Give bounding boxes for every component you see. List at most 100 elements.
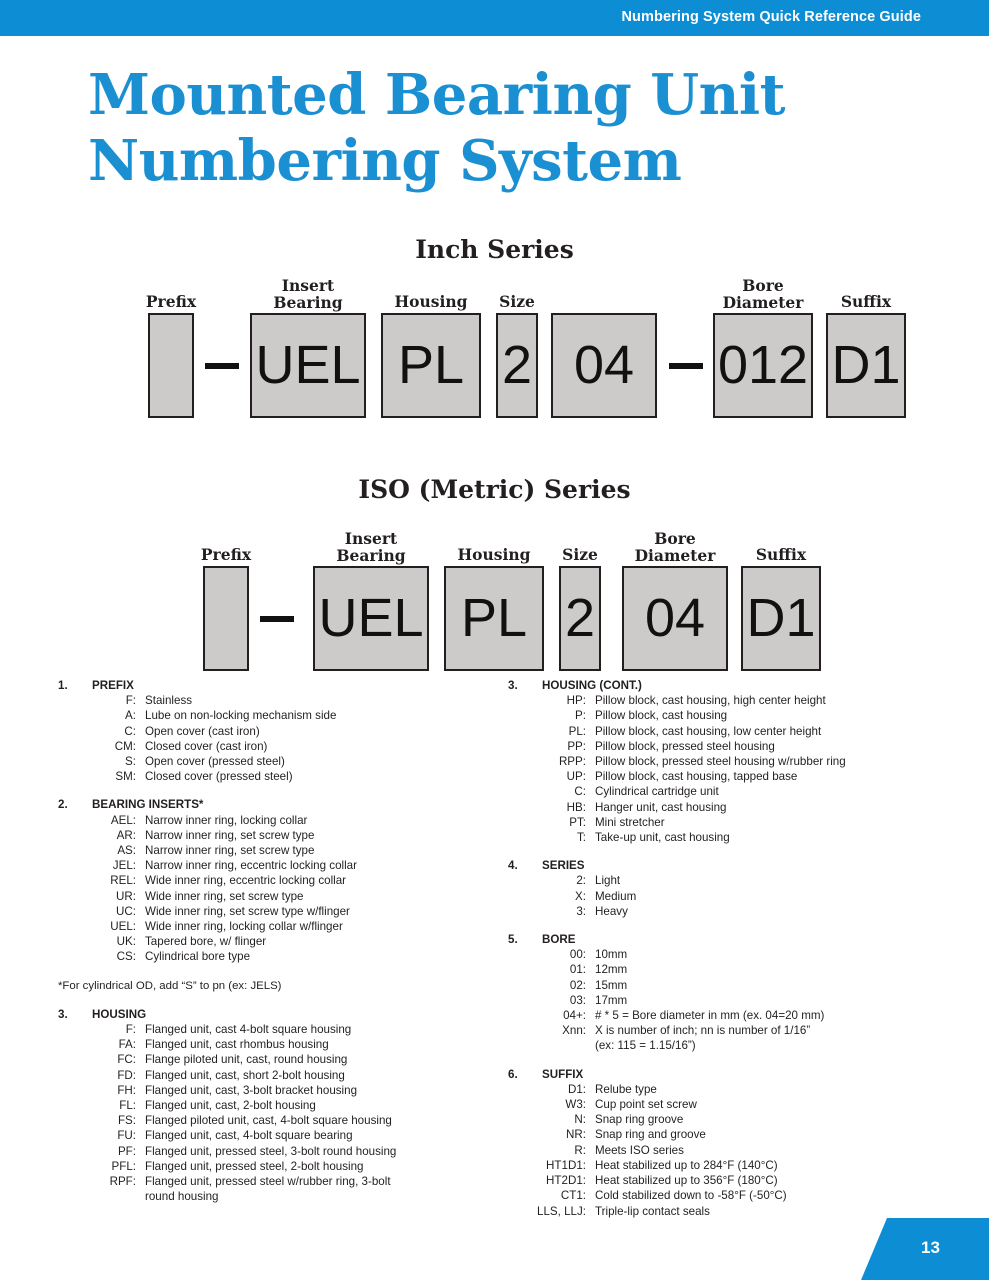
legend-entry-description: Stainless bbox=[145, 694, 193, 708]
legend-section-number: 3. bbox=[508, 679, 518, 692]
legend-entry: FS:Flanged piloted unit, cast, 4-bolt sq… bbox=[58, 1113, 488, 1128]
legend-footnote: *For cylindrical OD, add “S” to pn (ex: … bbox=[58, 979, 282, 992]
legend-entry: HB:Hanger unit, cast housing bbox=[508, 800, 948, 815]
legend-column-right: 3.HOUSING (CONT.)HP:Pillow block, cast h… bbox=[508, 678, 948, 1219]
legend-entry-description: Narrow inner ring, locking collar bbox=[145, 813, 308, 827]
legend-entry-code: A: bbox=[125, 709, 136, 723]
legend-entry-code: F: bbox=[125, 694, 136, 708]
segment-label-line-2: Bearing bbox=[273, 293, 343, 313]
legend-entry-description: # * 5 = Bore diameter in mm (ex. 04=20 m… bbox=[595, 1009, 825, 1023]
legend-section-number: 2. bbox=[58, 798, 68, 812]
segment-label-line-2: Diameter bbox=[634, 546, 716, 566]
legend-entry-description: Flange piloted unit, cast, round housing bbox=[145, 1053, 348, 1067]
legend-entry-description: Flanged unit, pressed steel, 3-bolt roun… bbox=[145, 1144, 397, 1158]
legend-entry-description: Cylindrical bore type bbox=[145, 950, 251, 964]
inch-series-title: Inch Series bbox=[415, 235, 574, 264]
legend-entry-code: 02: bbox=[569, 978, 586, 992]
segment-box-suffix-d1: D1 bbox=[741, 566, 821, 671]
legend-entry-description: Medium bbox=[595, 889, 637, 903]
legend-section-heading: 5. BORE bbox=[508, 932, 948, 947]
legend-entry: CT1:Cold stabilized down to -58°F (-50°C… bbox=[508, 1188, 948, 1203]
legend-entry-description: Flanged unit, cast 4-bolt square housing bbox=[145, 1023, 352, 1037]
segment-box-size-2: 2 bbox=[496, 313, 538, 418]
legend-section-title: SERIES bbox=[542, 859, 585, 873]
legend-entry-description: Pillow block, cast housing bbox=[595, 709, 728, 723]
legend-entry: PFL: Flanged unit, pressed steel, 2-bolt … bbox=[58, 1159, 488, 1174]
legend-section-title: BORE bbox=[542, 933, 576, 947]
legend-entry-description: Closed cover (pressed steel) bbox=[145, 770, 293, 784]
legend-entry: 00:10mm bbox=[508, 947, 948, 962]
legend-entry-code: FC: bbox=[117, 1053, 136, 1067]
legend-entry-description: Heavy bbox=[595, 904, 628, 918]
legend-entry-code: PT: bbox=[569, 815, 586, 829]
legend-entry-code: UR: bbox=[116, 889, 136, 903]
legend-entry-description: Pillow block, cast housing, low center h… bbox=[595, 724, 822, 738]
legend-entry: RPF:Flanged unit, pressed steel w/rubber… bbox=[58, 1174, 488, 1204]
legend-entry: A:Lube on non-locking mechanism side bbox=[58, 708, 488, 723]
legend-entry: X: Medium bbox=[508, 889, 948, 904]
legend-section-number: 1. bbox=[58, 679, 68, 692]
legend-entry-code: S: bbox=[125, 755, 136, 769]
legend-entry-code: T: bbox=[576, 831, 586, 845]
legend-entry: REL:Wide inner ring, eccentric locking c… bbox=[58, 873, 488, 888]
legend-entry-code: NR: bbox=[566, 1128, 586, 1142]
legend-entry: AEL:Narrow inner ring, locking collar bbox=[58, 813, 488, 828]
legend-entry-code: X: bbox=[575, 889, 586, 903]
legend-entry-description: Cylindrical cartridge unit bbox=[595, 785, 719, 799]
legend-entry-code: RPF: bbox=[109, 1175, 136, 1189]
legend-entry: F:Flanged unit, cast 4-bolt square housi… bbox=[58, 1022, 488, 1037]
segment-label-line-1: Insert bbox=[281, 276, 335, 295]
segment-box-prefix-empty bbox=[148, 313, 194, 418]
legend-entry: F: Stainless bbox=[58, 693, 488, 708]
legend-section-number: 5. bbox=[508, 933, 518, 947]
legend-entry-description: Cup point set screw bbox=[595, 1098, 697, 1112]
separator-dash-1 bbox=[205, 363, 239, 369]
page-title-line-1: Mounted Bearing Unit bbox=[88, 62, 786, 128]
legend-entry-code: CT1: bbox=[560, 1189, 586, 1203]
legend-entry-description: Tapered bore, w/ flinger bbox=[145, 935, 267, 949]
segment-label-housing: Housing bbox=[457, 545, 531, 564]
legend-entry-code: D1: bbox=[567, 1082, 586, 1096]
legend-entry-description: Heat stabilized up to 284°F (140°C) bbox=[595, 1158, 778, 1172]
segment-box-value-04: 04 bbox=[551, 313, 657, 418]
page-number: 13 bbox=[921, 1238, 940, 1257]
legend-entry-description: Flanged unit, pressed steel, 2-bolt hous… bbox=[145, 1159, 364, 1173]
legend-entry-code: 2: bbox=[576, 874, 586, 888]
legend-entry: RPP:Pillow block, pressed steel housing … bbox=[508, 754, 948, 769]
legend-entry-description: Open cover (cast iron) bbox=[145, 724, 260, 738]
segment-label-line-2: Bearing bbox=[336, 546, 406, 566]
legend-entry-code: FS: bbox=[117, 1114, 136, 1128]
legend-section-title: PREFIX bbox=[92, 679, 134, 692]
legend-section-title: SUFFIX bbox=[542, 1067, 584, 1081]
legend-entry-code: UEL: bbox=[110, 920, 136, 934]
header-title: Numbering System Quick Reference Guide bbox=[621, 9, 921, 25]
legend-entry: 01:12mm bbox=[508, 962, 948, 977]
legend-entry-code: PP: bbox=[567, 739, 586, 753]
legend-entry-code: 3: bbox=[576, 904, 586, 918]
legend-section-heading: 4.SERIES bbox=[508, 858, 948, 873]
legend-entry-description: Flanged unit, cast, short 2-bolt housing bbox=[145, 1068, 345, 1082]
legend-entry: HT2D1:Heat stabilized up to 356°F (180°C… bbox=[508, 1173, 948, 1188]
legend-entry-description: Take-up unit, cast housing bbox=[595, 831, 730, 845]
legend-entry: HP:Pillow block, cast housing, high cent… bbox=[508, 693, 948, 708]
legend-entry-description: Narrow inner ring, set screw type bbox=[145, 828, 315, 842]
legend-entry-code: UP: bbox=[566, 770, 586, 784]
legend-entry-code: LLS, LLJ: bbox=[537, 1204, 586, 1218]
legend-entry: FD:Flanged unit, cast, short 2-bolt hous… bbox=[58, 1068, 488, 1083]
legend-entry-description: Snap ring groove bbox=[595, 1113, 684, 1127]
legend-entry: T: Take-up unit, cast housing bbox=[508, 830, 948, 845]
legend-entry-description: Triple-lip contact seals bbox=[595, 1204, 710, 1218]
segment-box-prefix-empty bbox=[203, 566, 249, 671]
legend-entry-description: Light bbox=[595, 874, 621, 888]
segment-label-housing: Housing bbox=[394, 292, 468, 311]
legend-entry-description: 15mm bbox=[595, 978, 628, 992]
legend-entry-code: REL: bbox=[110, 874, 136, 888]
legend-entry-description: Flanged unit, cast, 2-bolt housing bbox=[145, 1099, 316, 1113]
segment-label-suffix: Suffix bbox=[755, 545, 807, 564]
segment-box-housing-pl: PL bbox=[444, 566, 544, 671]
legend-entry-description: X is number of inch; nn is number of 1/1… bbox=[595, 1023, 948, 1053]
segment-label-size: Size bbox=[499, 292, 535, 311]
legend-entry: UP:Pillow block, cast housing, tapped ba… bbox=[508, 769, 948, 784]
legend-entry-code: PFL: bbox=[111, 1159, 136, 1173]
